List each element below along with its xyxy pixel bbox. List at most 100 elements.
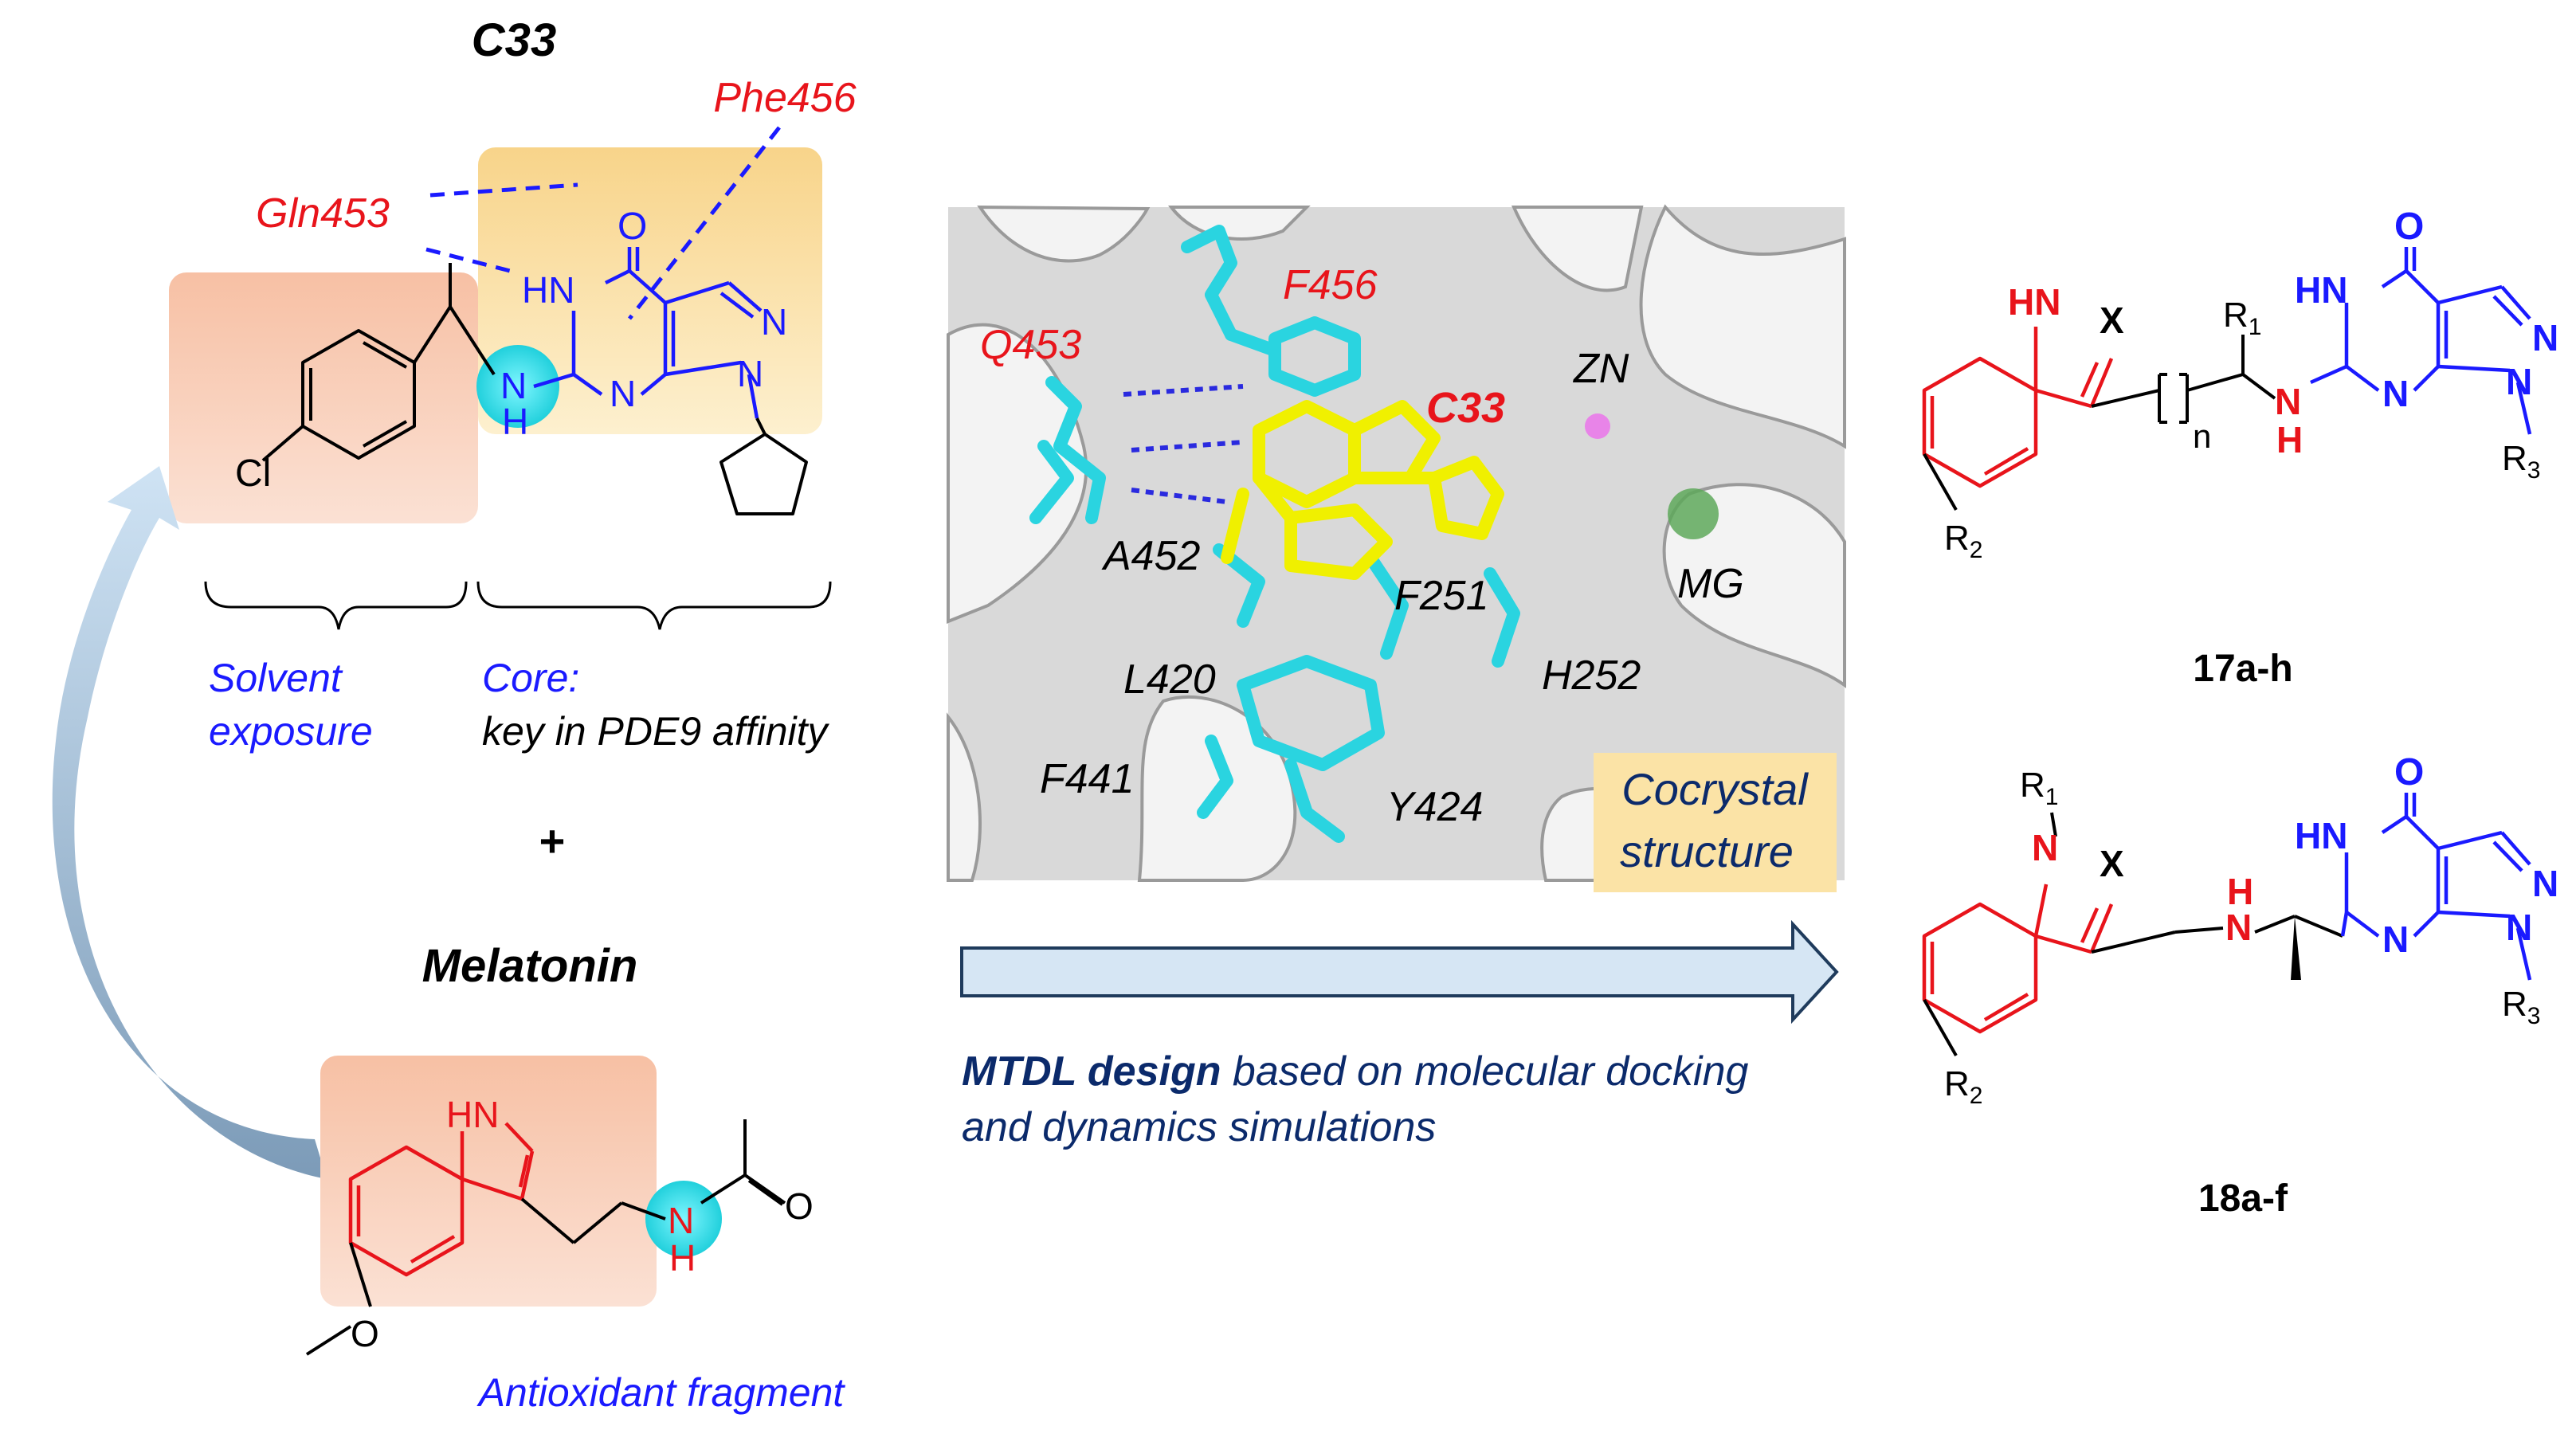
residue-Y424: Y424 xyxy=(1386,784,1483,830)
melatonin-amide-highlight xyxy=(645,1181,722,1257)
melatonin-carbonyl-O: O xyxy=(785,1185,814,1227)
c18-indole-N: N xyxy=(2032,827,2058,868)
c33-amine-N: N xyxy=(500,365,527,406)
residue-F456: F456 xyxy=(1283,262,1378,308)
c17-R2-letter: R xyxy=(1944,519,1970,558)
melatonin-indole xyxy=(348,1122,535,1277)
compound-17-structure: HN X n R1 N H HN O N N N R3 R2 17a-h xyxy=(1922,206,2558,690)
c33-interaction-dashes xyxy=(425,126,781,320)
c18-HN-pyrimidinone: HN xyxy=(2295,815,2347,856)
magnesium-ion xyxy=(1668,488,1719,539)
c17-n: n xyxy=(2193,417,2211,455)
residue-sticks-cyan xyxy=(1029,225,1520,843)
c18-linker xyxy=(1923,812,2343,1056)
c18-carbonyl-O: O xyxy=(2394,751,2424,793)
c33-N-pyrimidine: N xyxy=(610,373,636,414)
residue-H252: H252 xyxy=(1542,652,1641,699)
c33-N-pyrazole-2: N xyxy=(737,353,763,394)
mtdl-bold: MTDL design xyxy=(962,1048,1221,1095)
mtdl-caption-line2: and dynamics simulations xyxy=(962,1104,1436,1150)
ion-MG: MG xyxy=(1677,561,1744,607)
c17-HN-pyrimidinone: HN xyxy=(2295,269,2347,311)
c17-N-pyrazole-1: N xyxy=(2532,317,2558,358)
melatonin-amide-N: N xyxy=(668,1200,694,1241)
c18-R2-letter: R xyxy=(1944,1064,1970,1103)
c17-indole-red xyxy=(1922,327,2114,488)
cocrystal-label-line2: structure xyxy=(1620,826,1794,876)
phe456-label: Phe456 xyxy=(713,75,856,121)
melatonin-methoxy-O: O xyxy=(351,1313,379,1354)
ligand-C33: C33 xyxy=(1426,384,1505,432)
c18-R2-sub: 2 xyxy=(1970,1083,1983,1109)
gln453-label: Gln453 xyxy=(256,190,390,237)
compound-18-structure: R1 N X N H HN O N N N R3 R2 18a-f xyxy=(1922,751,2558,1220)
plus-sign: + xyxy=(539,816,566,866)
c33-panel: C33 Phe456 Gln453 Cl xyxy=(169,14,857,866)
c18-X: X xyxy=(2100,843,2124,884)
c18-R1-sub: 1 xyxy=(2045,784,2059,810)
c18-R3-letter: R xyxy=(2502,985,2527,1024)
c18-N-pyrazole-2: N xyxy=(2506,907,2532,948)
c17-R3-sub: 3 xyxy=(2527,457,2541,484)
c33-amine-H: H xyxy=(502,401,528,442)
residue-F251: F251 xyxy=(1394,573,1489,619)
melatonin-chain xyxy=(305,1119,786,1356)
design-arrow xyxy=(960,919,1839,1025)
residue-F441: F441 xyxy=(1040,756,1135,802)
c33-pyrazolopyrimidinone-core xyxy=(533,247,763,419)
c18-core-blue xyxy=(2340,793,2532,981)
core-label-line1: Core: xyxy=(482,656,579,700)
fragment-transfer-arrow xyxy=(52,466,327,1179)
melatonin-HN: HN xyxy=(446,1094,499,1135)
c33-HN: HN xyxy=(522,269,574,311)
residue-Q453: Q453 xyxy=(980,322,1081,368)
region-braces xyxy=(204,581,832,630)
c33-amine-highlight xyxy=(476,345,559,428)
c18-amine-H: H xyxy=(2227,871,2253,912)
c17-R3-letter: R xyxy=(2502,439,2527,478)
c18-stereo-wedge xyxy=(2291,916,2301,980)
c17-amine-H: H xyxy=(2276,419,2303,460)
c33-carbonyl-O: O xyxy=(618,206,647,248)
c18-indole-red xyxy=(1922,884,2114,1034)
solvent-label-line1: Solvent xyxy=(209,656,343,700)
c18-R3-sub: 3 xyxy=(2527,1003,2541,1029)
c33-cyclopentyl xyxy=(719,417,808,515)
c18-R2: R2 xyxy=(1944,1064,1982,1109)
cocrystal-label-box xyxy=(1594,753,1837,892)
residue-A452: A452 xyxy=(1101,533,1201,579)
melatonin-amide-H: H xyxy=(669,1237,696,1279)
zinc-ion xyxy=(1585,413,1610,439)
cocrystal-label-line1: Cocrystal xyxy=(1621,764,1809,814)
c17-R1: R1 xyxy=(2223,296,2261,340)
c18-N-pyrimidine: N xyxy=(2382,919,2409,960)
c17-carbonyl-O: O xyxy=(2394,206,2424,248)
compound-18-label: 18a-f xyxy=(2198,1177,2288,1220)
c17-N-pyrimidine: N xyxy=(2382,373,2409,414)
c18-N-pyrazole-1: N xyxy=(2532,863,2558,904)
c17-X: X xyxy=(2100,300,2124,341)
melatonin-panel: Melatonin HN N H O xyxy=(52,466,845,1415)
core-label-line2: key in PDE9 affinity xyxy=(482,709,830,754)
c17-amine-N: N xyxy=(2275,381,2301,422)
c33-chlorophenyl-fragment xyxy=(261,263,496,462)
c18-amine-N: N xyxy=(2225,907,2252,948)
ligand-sticks-yellow xyxy=(1221,400,1504,580)
c17-R1-letter: R xyxy=(2223,296,2249,335)
c17-R3: R3 xyxy=(2502,439,2540,484)
mtdl-caption-line1: MTDL design based on molecular docking xyxy=(962,1048,1749,1095)
mtdl-rest: based on molecular docking xyxy=(1221,1048,1748,1095)
c17-core-blue xyxy=(2310,247,2532,435)
c17-R2-sub: 2 xyxy=(1970,537,1983,563)
c18-R1: R1 xyxy=(2020,766,2058,810)
c17-HN-indole: HN xyxy=(2008,281,2060,323)
solvent-label-line2: exposure xyxy=(209,709,373,754)
melatonin-title: Melatonin xyxy=(422,940,638,992)
c17-R2: R2 xyxy=(1944,519,1982,563)
c17-N-pyrazole-2: N xyxy=(2506,361,2532,402)
chlorine-atom: Cl xyxy=(235,453,271,495)
c18-R1-letter: R xyxy=(2020,766,2045,805)
c33-N-pyrazole-1: N xyxy=(761,301,787,343)
